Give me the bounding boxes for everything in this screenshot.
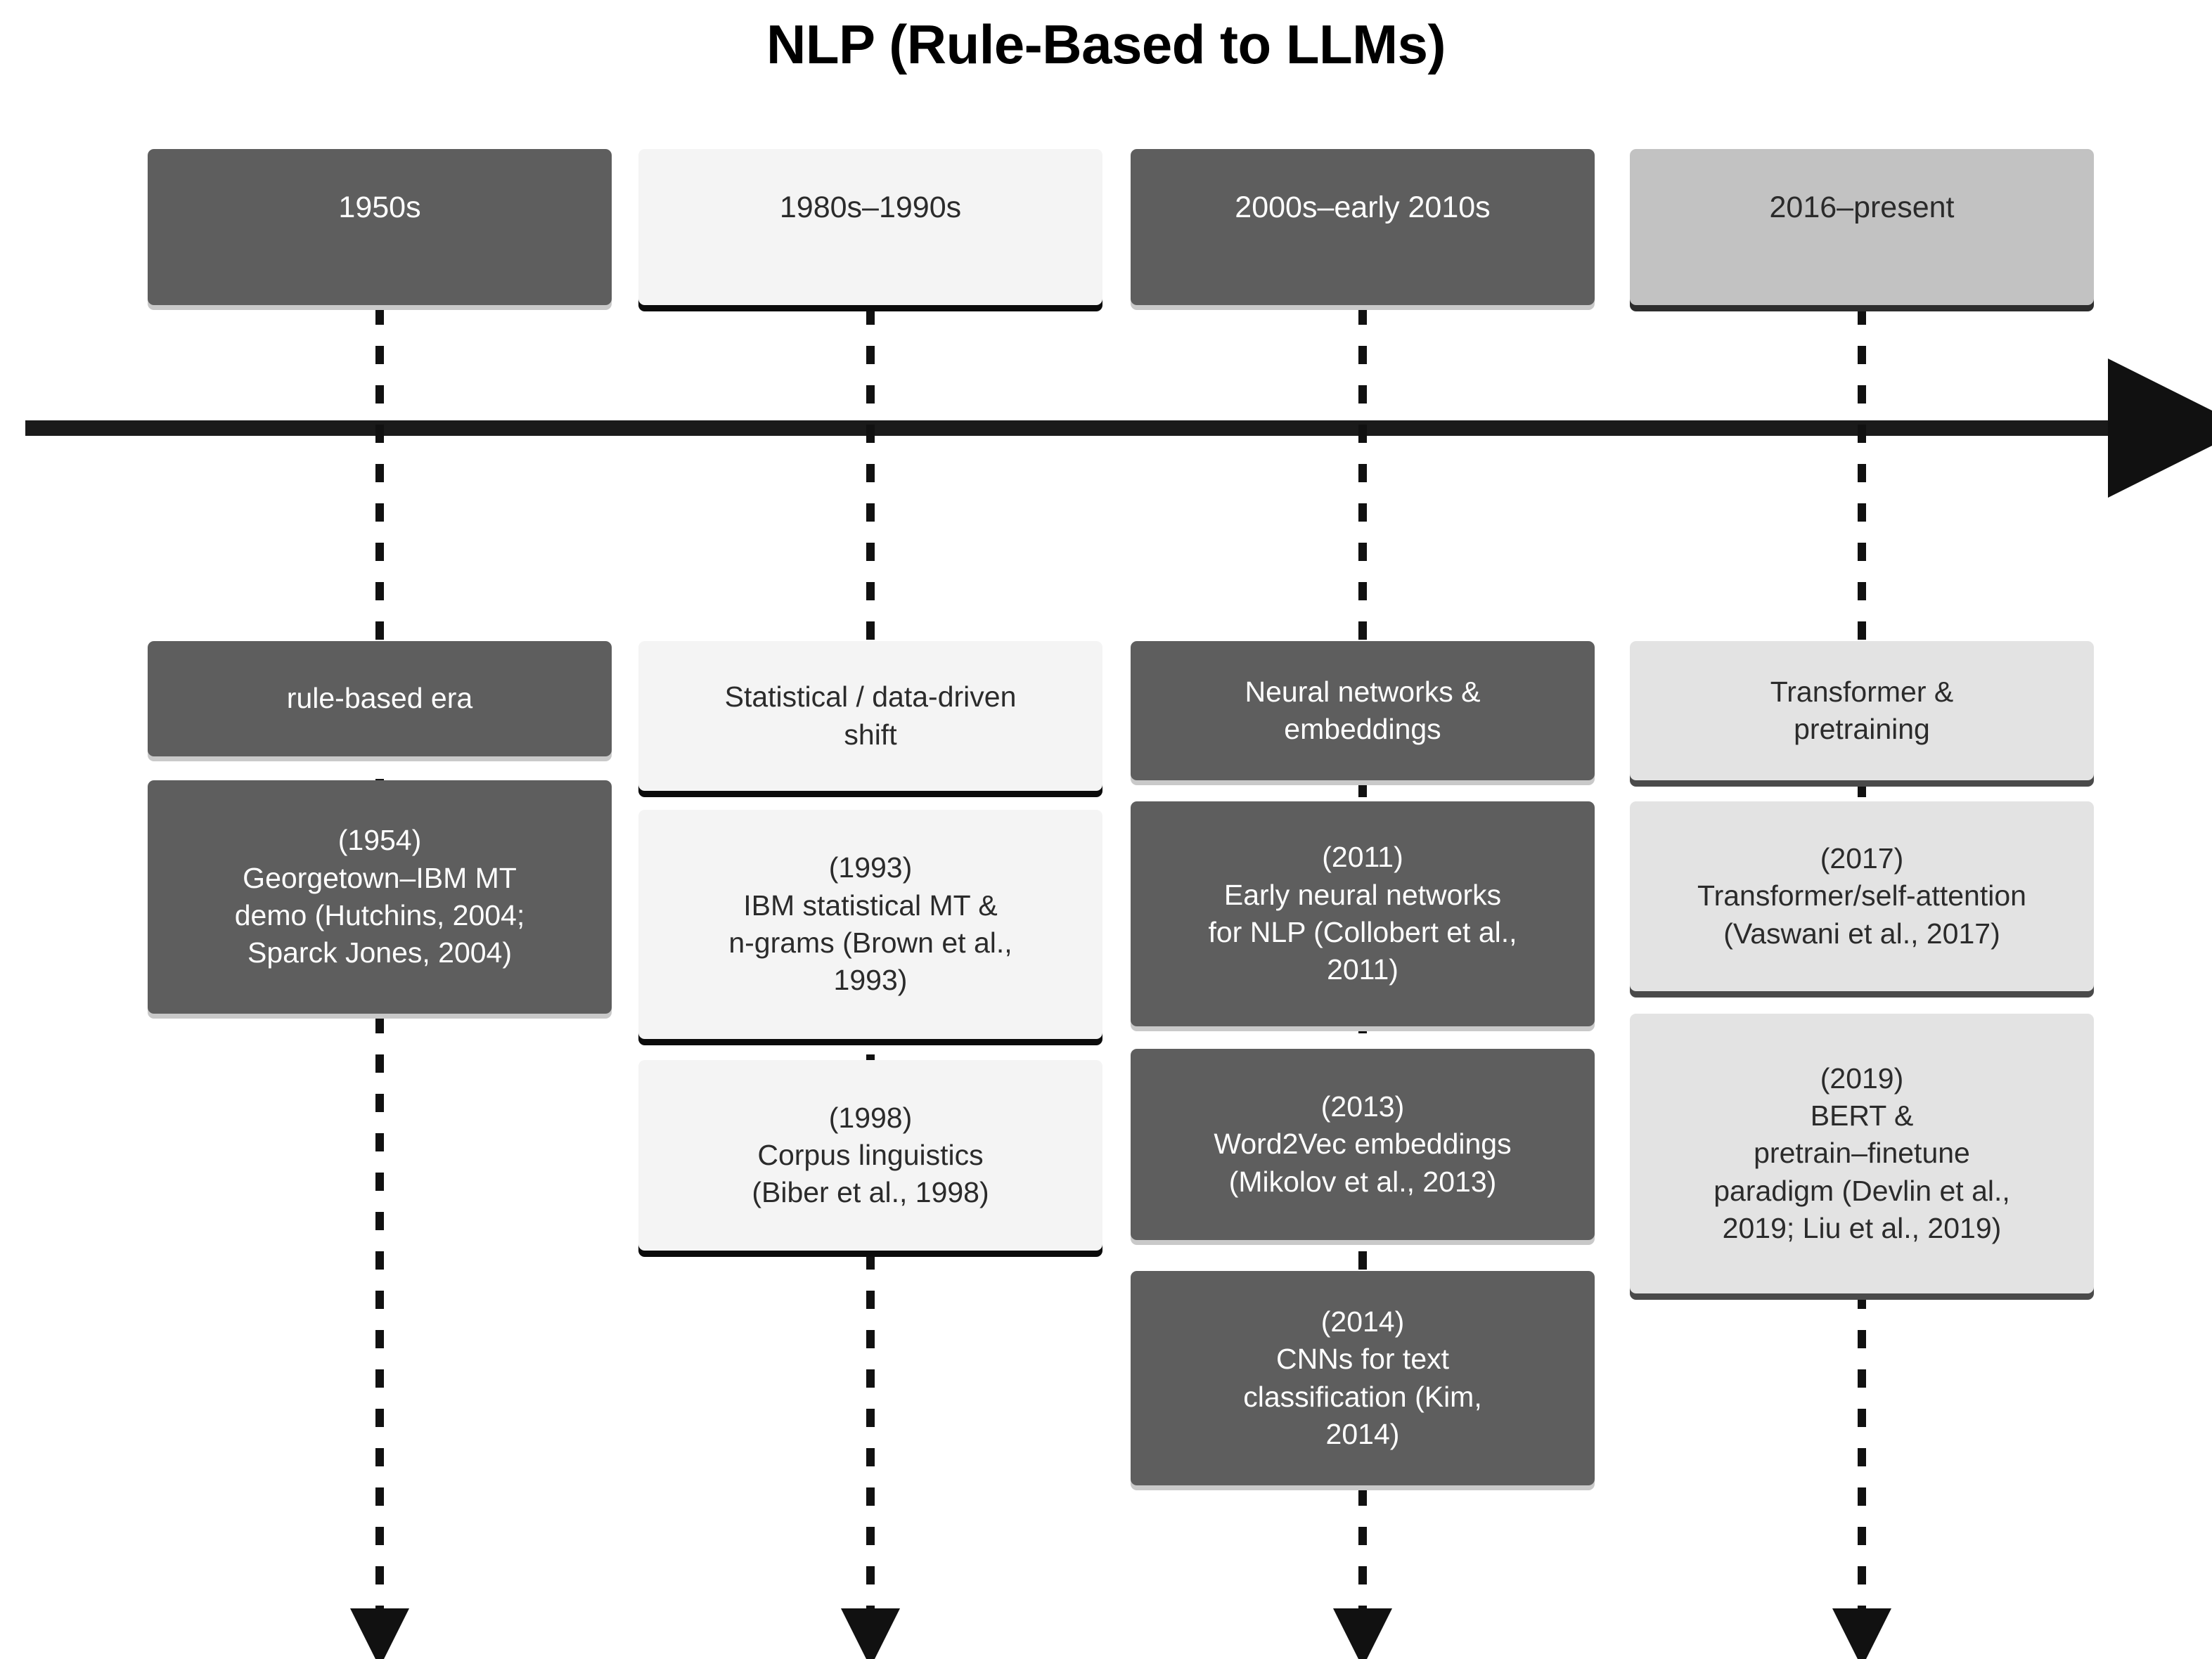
node-label: (2013)Word2Vec embeddings(Mikolov et al.… [1214, 1090, 1512, 1198]
node-label: (1993)IBM statistical MT &n-grams (Brown… [728, 851, 1012, 997]
node-corpus-linguistics[interactable]: (1998)Corpus linguistics(Biber et al., 1… [638, 1060, 1102, 1251]
node-transformer-self-attention[interactable]: (2017)Transformer/self-attention(Vaswani… [1630, 801, 2094, 991]
era-header-1980s-1990s[interactable]: 1980s–1990s [638, 149, 1102, 305]
node-rule-based-era[interactable]: rule-based era [148, 641, 612, 756]
node-ibm-statistical-mt-ngrams[interactable]: (1993)IBM statistical MT &n-grams (Brown… [638, 810, 1102, 1039]
node-label: Neural networks &embeddings [1245, 675, 1481, 745]
era-header-label: 2016–present [1769, 191, 1955, 224]
node-neural-networks-embeddings[interactable]: Neural networks &embeddings [1131, 641, 1595, 780]
node-word2vec-embeddings[interactable]: (2013)Word2Vec embeddings(Mikolov et al.… [1131, 1049, 1595, 1240]
node-label: Transformer &pretraining [1770, 675, 1954, 745]
era-header-2000s-early-2010s[interactable]: 2000s–early 2010s [1131, 149, 1595, 305]
node-label: (1998)Corpus linguistics(Biber et al., 1… [752, 1101, 989, 1209]
era-header-label: 1950s [338, 191, 421, 224]
node-transformer-pretraining[interactable]: Transformer &pretraining [1630, 641, 2094, 780]
era-header-label: 1980s–1990s [779, 191, 962, 224]
era-header-1950s[interactable]: 1950s [148, 149, 612, 305]
node-label: rule-based era [286, 682, 473, 715]
era-header-label: 2000s–early 2010s [1235, 191, 1491, 224]
page-title: NLP (Rule-Based to LLMs) [766, 13, 1446, 75]
node-label: (2017)Transformer/self-attention(Vaswani… [1697, 842, 2026, 950]
era-header-2016-present[interactable]: 2016–present [1630, 149, 2094, 305]
